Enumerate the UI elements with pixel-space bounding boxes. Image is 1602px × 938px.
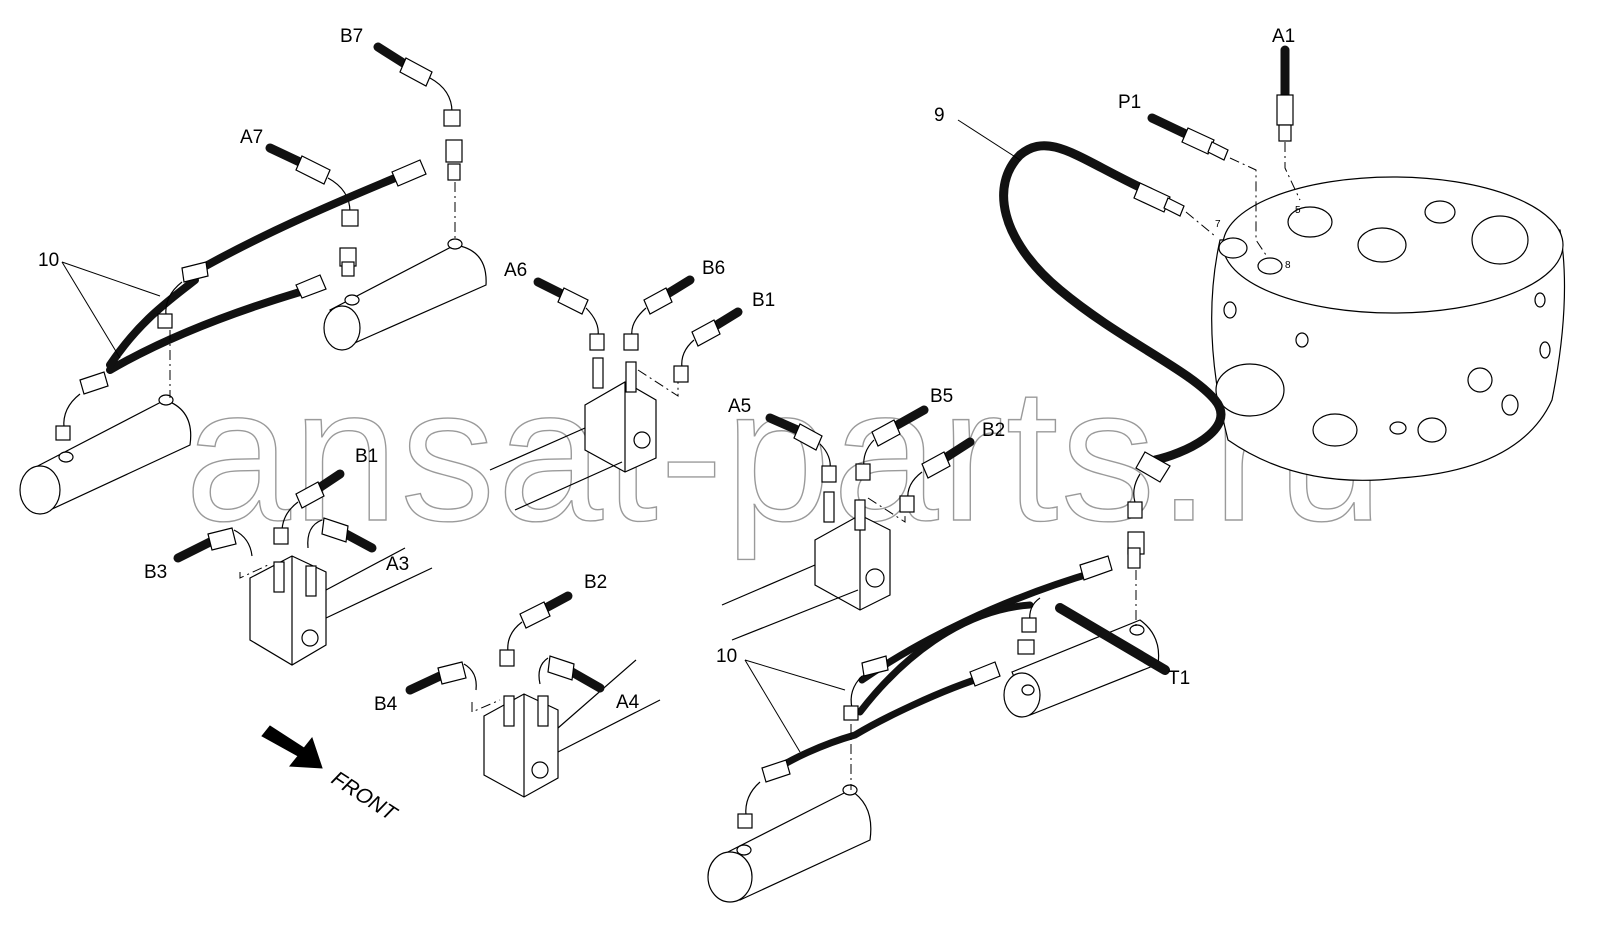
label-9: 9 <box>934 105 945 126</box>
port-5-label: 5 <box>1295 205 1301 216</box>
label-a1: A1 <box>1272 26 1295 47</box>
cylinder-left-lower <box>19 394 192 515</box>
label-t1: T1 <box>1168 668 1190 689</box>
valve-block-a5-b5 <box>721 405 975 641</box>
hose-a1 <box>1276 45 1301 201</box>
swivel-drum <box>1211 176 1566 481</box>
label-b7: B7 <box>340 26 363 47</box>
label-b1-lower: B1 <box>355 446 378 467</box>
hoses-b7-a7-10-left <box>55 42 463 441</box>
label-b6: B6 <box>702 258 725 279</box>
label-b4: B4 <box>374 694 398 715</box>
hoses-10-right <box>737 531 1170 829</box>
valve-block-b3-a3 <box>173 469 433 666</box>
front-direction-label: FRONT <box>327 767 402 827</box>
label-p1: P1 <box>1118 92 1141 113</box>
cylinder-right-lower <box>707 784 872 903</box>
port-8-label: 8 <box>1285 260 1291 271</box>
label-a6: A6 <box>504 260 527 281</box>
leader-lines <box>61 119 1021 753</box>
label-a7: A7 <box>240 127 263 148</box>
front-direction-arrow <box>261 725 323 769</box>
valve-block-b4-a4 <box>405 591 661 798</box>
label-b1-upper: B1 <box>752 290 775 311</box>
hose-9 <box>999 141 1226 519</box>
label-10-right: 10 <box>716 646 737 667</box>
port-7-label: 7 <box>1215 219 1221 230</box>
label-b3: B3 <box>144 562 167 583</box>
label-b2-right: B2 <box>982 420 1005 441</box>
label-a3: A3 <box>386 554 409 575</box>
label-a4: A4 <box>616 692 640 713</box>
hose-p1 <box>1147 113 1269 259</box>
label-10-left: 10 <box>38 250 59 271</box>
label-b5: B5 <box>930 386 953 407</box>
cylinder-right-upper <box>1003 619 1160 718</box>
label-b2-lower: B2 <box>584 572 607 593</box>
label-a5: A5 <box>728 396 751 417</box>
cylinder-left-upper <box>323 238 487 351</box>
valve-block-a6-b6 <box>489 275 743 511</box>
